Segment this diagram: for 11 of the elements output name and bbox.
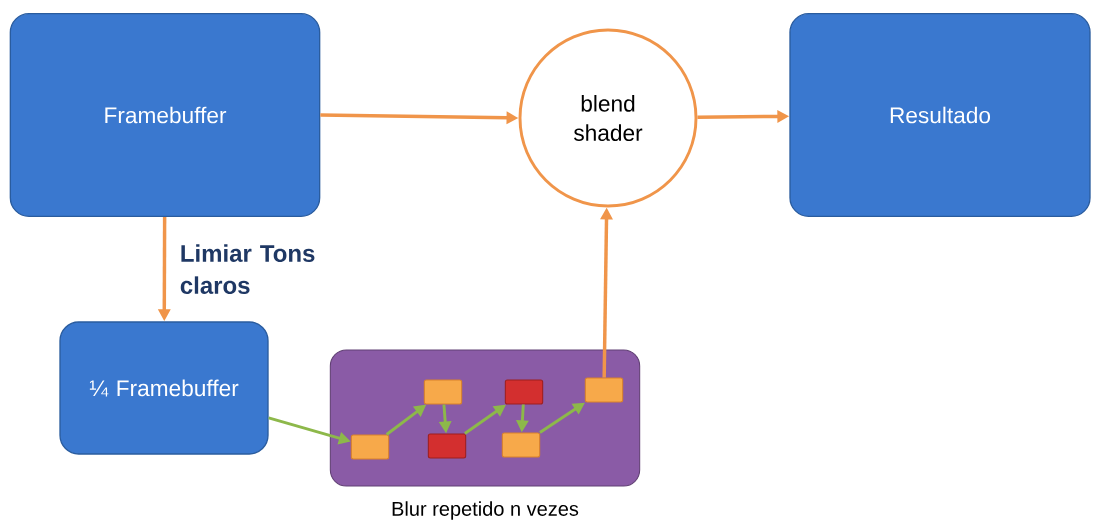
block-icon — [584, 377, 624, 403]
process-box: Framebuffer — [9, 13, 321, 217]
process-box: ¼ Framebuffer — [59, 321, 269, 455]
block-icon — [423, 379, 463, 405]
process-box: Resultado — [789, 13, 1091, 217]
block-icon — [504, 379, 544, 405]
panel-caption: Blur repetido n vezes — [392, 501, 579, 520]
block-icon — [350, 434, 390, 460]
block-icon — [501, 432, 541, 458]
edge-label: Limiar Tons claros — [180, 244, 315, 294]
block-icon — [427, 433, 467, 459]
